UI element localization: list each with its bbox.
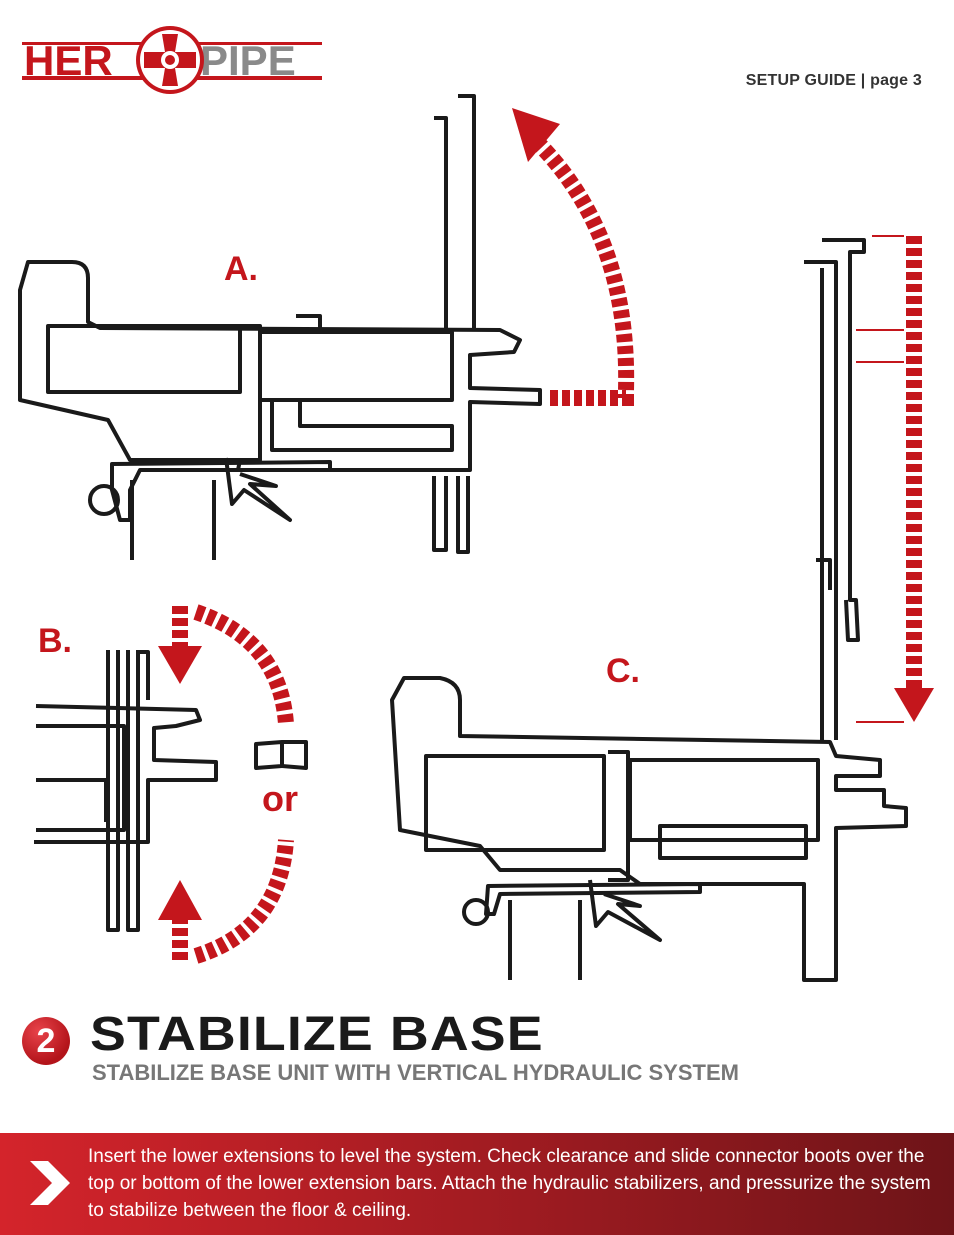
figure-c-illustration — [390, 238, 908, 982]
logo-text-left: HER — [24, 37, 113, 84]
extend-down-arrow-icon — [894, 236, 934, 722]
slide-up-arrow-icon — [158, 839, 294, 964]
instruction-text: Insert the lower extensions to level the… — [88, 1146, 931, 1221]
height-marker-lines — [856, 235, 904, 723]
step-subtitle: STABILIZE BASE UNIT WITH VERTICAL HYDRAU… — [92, 1060, 739, 1085]
figure-c-label: C. — [606, 652, 640, 690]
figure-a-label: A. — [224, 250, 258, 288]
figure-b-label: B. — [38, 622, 72, 660]
or-label: or — [262, 778, 298, 819]
figure-b-illustration — [34, 650, 308, 932]
instruction-banner: Insert the lower extensions to level the… — [0, 1133, 954, 1235]
page-label: SETUP GUIDE | page 3 — [745, 72, 922, 89]
chevron-right-icon — [30, 1161, 70, 1205]
step-number-badge: 2 — [22, 1017, 70, 1065]
slide-down-arrow-icon — [158, 604, 294, 725]
step-title: STABILIZE BASE — [90, 1008, 544, 1061]
maltese-cross-icon — [136, 26, 204, 94]
logo-text-right: PIPE — [200, 37, 296, 84]
setup-illustrations — [18, 94, 934, 982]
figure-a-illustration — [18, 94, 542, 560]
hero-pipe-logo: HER PIPE — [22, 22, 322, 98]
rotate-up-arrow-icon — [512, 108, 635, 406]
